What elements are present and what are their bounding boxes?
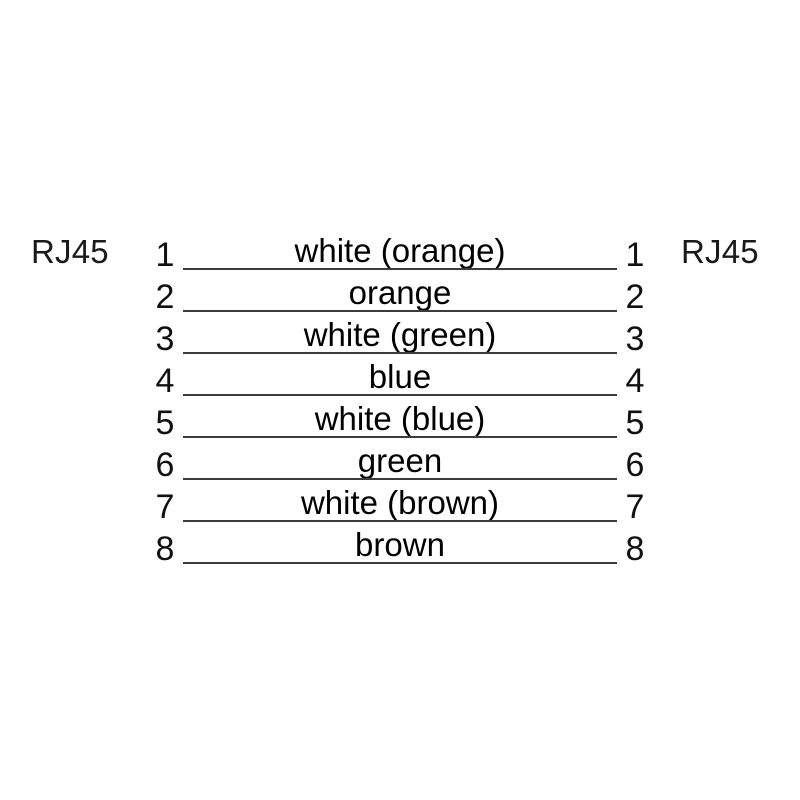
wire-line [183, 478, 617, 480]
wire-color-label: white (brown) [300, 484, 500, 521]
wire-line [183, 520, 617, 522]
wire-color-label: blue [368, 358, 432, 395]
wire-line [183, 310, 617, 312]
pin-number-right: 3 [625, 320, 645, 358]
wire-color-label: white (blue) [314, 400, 486, 437]
pin-number-right: 5 [625, 404, 645, 442]
wire-color-label: brown [355, 526, 445, 563]
pin-number-right: 4 [625, 362, 645, 400]
pin-number-right: 1 [625, 236, 645, 274]
pin-number-right: 6 [625, 446, 645, 484]
pin-number-left: 5 [155, 404, 175, 442]
pin-number-left: 8 [155, 530, 175, 568]
pin-number-left: 2 [155, 278, 175, 316]
wire-line [183, 436, 617, 438]
pin-number-right: 8 [625, 530, 645, 568]
pin-number-left: 3 [155, 320, 175, 358]
wire-color-label: green [357, 442, 443, 479]
pin-number-left: 1 [155, 236, 175, 274]
pin-number-left: 4 [155, 362, 175, 400]
connector-label-right: RJ45 [681, 233, 759, 270]
wire-line [183, 268, 617, 270]
pin-number-right: 2 [625, 278, 645, 316]
connector-label-left: RJ45 [31, 233, 109, 270]
wire-line [183, 562, 617, 564]
wire-color-label: white (green) [303, 316, 497, 353]
wire-line [183, 394, 617, 396]
pin-number-left: 7 [155, 488, 175, 526]
pin-number-left: 6 [155, 446, 175, 484]
pin-number-right: 7 [625, 488, 645, 526]
wire-color-label: orange [348, 274, 452, 311]
wire-line [183, 352, 617, 354]
wire-color-label: white (orange) [294, 232, 506, 269]
